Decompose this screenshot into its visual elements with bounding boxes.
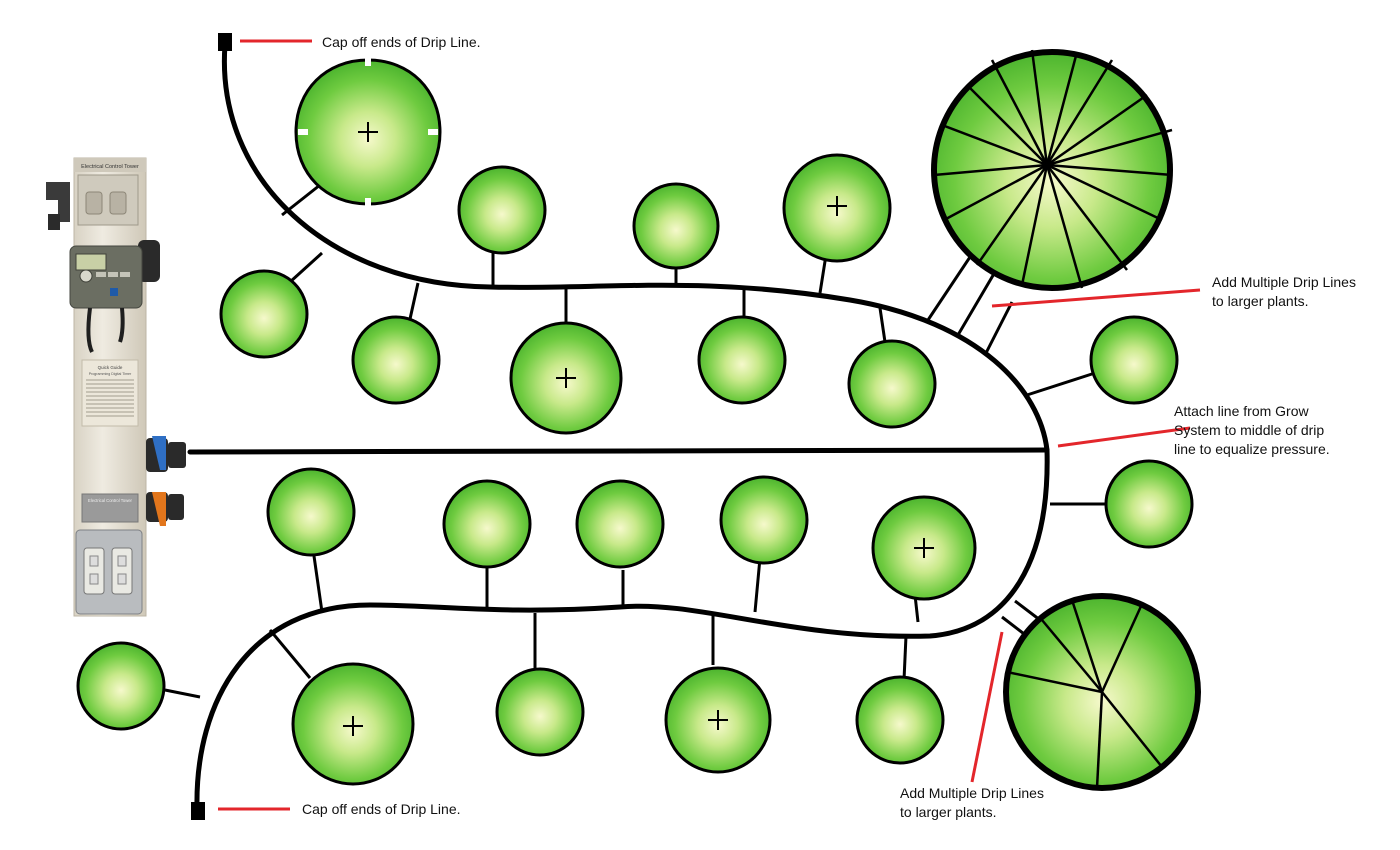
drip-line-bottom — [194, 447, 1050, 811]
plant-top-7 — [697, 315, 787, 405]
plant-bottom-4 — [719, 475, 809, 565]
plant-top-4 — [457, 165, 547, 255]
plant-bottom-8 — [495, 667, 585, 757]
plant-bottom-3 — [575, 479, 665, 569]
panel-title-text: Electrical Control Tower — [88, 498, 133, 503]
timer-guide-subtitle: Programming Digital Timer — [89, 372, 132, 376]
tower-header-text: Electrical Control Tower — [81, 164, 139, 170]
plant-right-2 — [1104, 459, 1194, 549]
label-multi-bottom: Add Multiple Drip Lines to larger plants… — [900, 785, 1044, 820]
large-plant-top — [931, 49, 1173, 291]
end-cap-bottom — [191, 802, 205, 820]
timer-guide-title: Quick Guide — [98, 365, 123, 370]
drip-line-top — [221, 42, 1050, 453]
plant-top-3 — [351, 315, 441, 405]
blue-valve — [146, 436, 186, 472]
label-multi-top: Add Multiple Drip Lines to larger plants… — [1212, 274, 1356, 309]
orange-valve — [146, 492, 184, 526]
plant-bottom-1 — [266, 467, 356, 557]
electrical-outlets — [75, 529, 143, 615]
emitter-lines — [164, 183, 1106, 699]
callout-lines — [218, 39, 1201, 811]
plus-markers — [343, 122, 934, 736]
plant-bottom-2 — [442, 479, 532, 569]
plants — [76, 49, 1201, 791]
label-attach: Attach line from Grow System to middle o… — [1174, 403, 1330, 457]
label-cap-bottom: Cap off ends of Drip Line. — [302, 801, 461, 817]
plant-top-6 — [632, 182, 720, 270]
plant-right-1 — [1089, 315, 1179, 405]
callout-multi-top — [991, 288, 1201, 308]
callout-attach — [1057, 426, 1191, 448]
digital-timer — [69, 245, 143, 309]
callout-multi-bottom — [970, 631, 1004, 783]
end-cap-top — [218, 33, 232, 51]
plant-bottom-10 — [855, 675, 945, 765]
grow-system-tower: Electrical Control Tower Quick Guide Pro… — [46, 157, 186, 617]
label-cap-top: Cap off ends of Drip Line. — [322, 34, 481, 50]
plant-top-9 — [847, 339, 937, 429]
large-plant-bottom — [1003, 593, 1201, 791]
plant-bottom-6 — [76, 641, 166, 731]
plant-top-2 — [219, 269, 309, 359]
drip-line-network — [187, 42, 1050, 811]
main-feed-line — [187, 447, 1050, 455]
